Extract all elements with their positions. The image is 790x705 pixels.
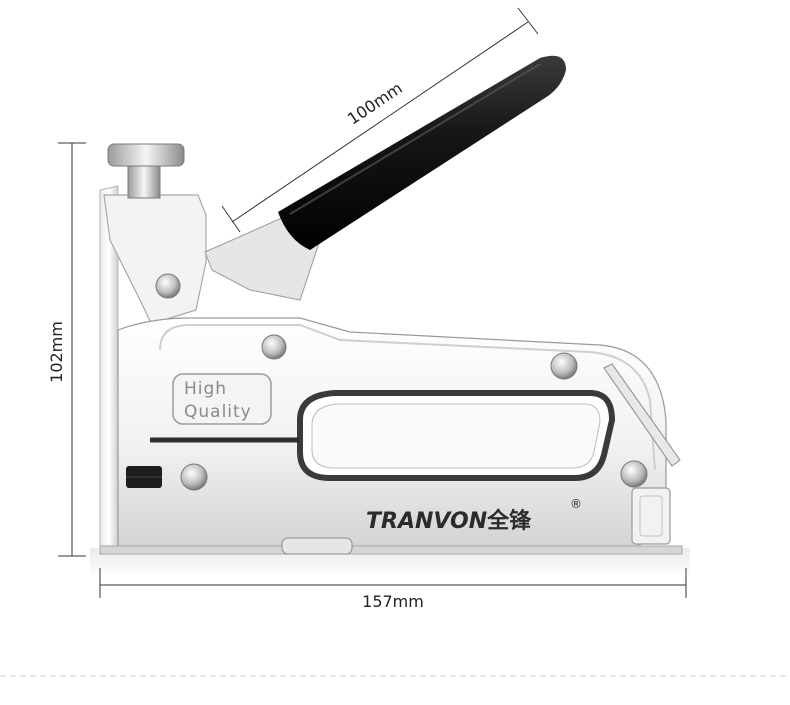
width-label: 157mm xyxy=(362,592,424,611)
rear-cap xyxy=(631,487,671,545)
rivet xyxy=(620,460,648,488)
adjustment-knob xyxy=(107,143,185,167)
base-rail xyxy=(99,545,683,555)
staple-gun: High Quality TRANVON全锋 ® xyxy=(99,55,683,555)
rivet xyxy=(550,352,578,380)
brand-logo: TRANVON全锋 xyxy=(366,508,532,534)
knob-stem xyxy=(127,161,161,199)
rivet xyxy=(261,334,287,360)
grip-highlight xyxy=(289,63,541,215)
rear-cap-slot xyxy=(639,495,663,537)
handle-grip xyxy=(278,55,566,250)
handle-length-label: 100mm xyxy=(344,78,406,128)
brand-latin: TRANVON xyxy=(366,509,487,534)
quality-badge-line2: Quality xyxy=(184,402,252,422)
height-dimension xyxy=(58,142,86,557)
brand-chinese: 全锋 xyxy=(486,508,532,534)
head-block xyxy=(103,194,207,326)
brand-registered: ® xyxy=(570,497,582,511)
handle-window-inner xyxy=(311,403,601,469)
base-clip xyxy=(281,537,353,555)
handle-length-dimension xyxy=(221,7,539,233)
rear-latch xyxy=(603,363,681,467)
height-label: 102mm xyxy=(47,321,66,383)
quality-badge-line1: High xyxy=(184,379,227,399)
width-dimension xyxy=(99,568,687,598)
rivet xyxy=(180,463,208,491)
body-panel-outline xyxy=(159,324,656,471)
rivet xyxy=(155,273,181,299)
quality-badge xyxy=(172,373,272,425)
